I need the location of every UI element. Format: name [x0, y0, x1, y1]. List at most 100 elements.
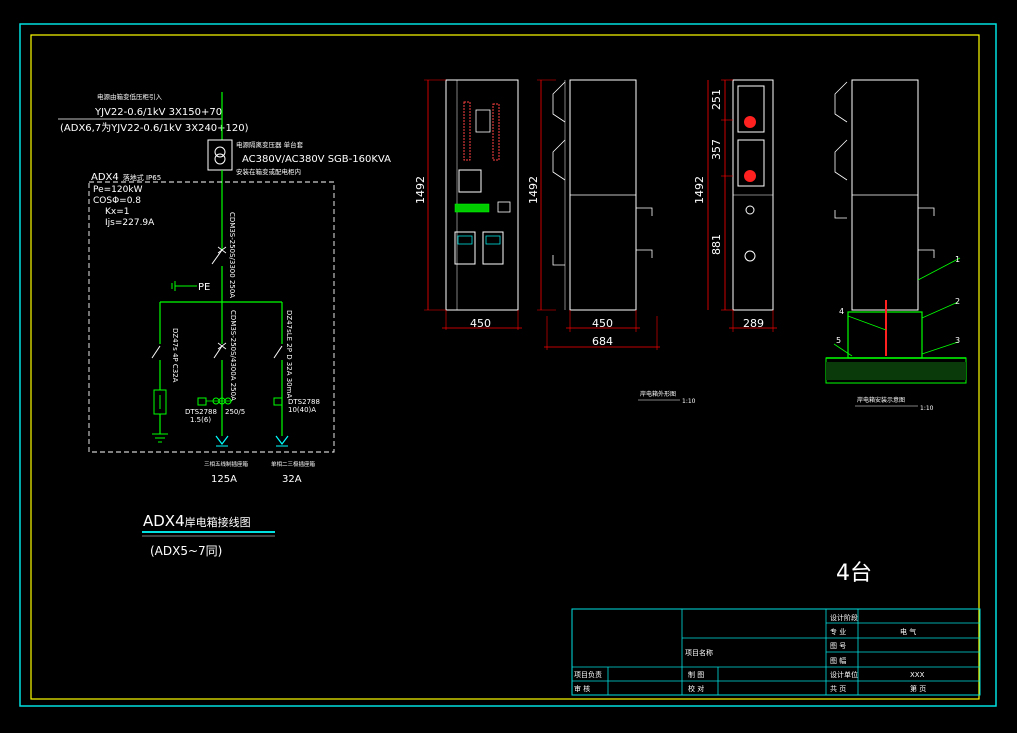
cable-spec-1: YJV22-0.6/1kV 3X150+70	[94, 107, 222, 118]
leader-2: 2	[955, 297, 960, 306]
front-terminal-strip-left	[463, 101, 471, 161]
diagram-title: ADX4岸电箱接线图	[143, 512, 251, 530]
left-breaker-label: DZ47s 4P C32A	[171, 328, 179, 383]
right-meter-rating: 10(40)A	[288, 406, 316, 414]
front-meter-left-display	[457, 235, 473, 245]
caption-outline: 岸电箱外形图	[640, 390, 676, 398]
inner-frame	[30, 34, 980, 700]
install-bracket-2	[918, 249, 935, 258]
door-height-dim: 1492	[693, 176, 706, 204]
front-meter-right	[482, 231, 504, 265]
leader-3: 3	[955, 336, 960, 345]
leader-3-line	[921, 341, 959, 355]
front-small-breaker	[497, 201, 511, 213]
caption-install-scale: 1:10	[920, 405, 934, 412]
leader-4: 4	[839, 307, 844, 316]
tb-design-unit-value: XXX	[910, 671, 925, 679]
transformer-coil-2	[214, 153, 226, 165]
param-pe: Pe=120kW	[93, 185, 143, 195]
unit-count-note: 4台	[836, 561, 872, 586]
side-height-dim: 1492	[527, 176, 540, 204]
install-bracket-3	[834, 210, 847, 219]
tb-total-pages: 共 页	[830, 684, 846, 693]
main-breaker-cross	[217, 246, 227, 254]
front-cabinet-outline	[445, 79, 519, 311]
cable-spec-2: (ADX6,7为YJV22-0.6/1kV 3X240+120)	[60, 122, 249, 134]
diagram-subtitle: (ADX5~7同)	[150, 544, 222, 558]
side-elevation: 1492 450 684	[527, 79, 660, 350]
tb-project-name: 项目名称	[685, 648, 713, 657]
door-socket-1	[737, 85, 765, 133]
tb-page-no: 第 页	[910, 684, 926, 693]
door-elevation: 251 357 881 1492 289	[693, 79, 777, 332]
front-breaker-main	[458, 169, 482, 193]
tb-discipline: 专 业	[830, 627, 846, 636]
install-hinge-top	[834, 81, 848, 123]
install-hinge-mid	[834, 139, 848, 181]
door-socket-2	[737, 139, 765, 187]
transformer-spec: AC380V/AC380V SGB-160KVA	[242, 154, 391, 165]
transformer-note-2: 安装在箱变或配电柜内	[236, 167, 301, 176]
front-component-1	[475, 109, 491, 133]
leader-1-line	[917, 257, 961, 281]
side-hinge-mid	[552, 139, 566, 181]
door-handle-icon	[744, 250, 756, 262]
side-hinge-bottom	[552, 255, 565, 266]
right-socket-symbol	[275, 435, 289, 445]
side-total-dim: 684	[592, 335, 613, 348]
mid-output-current: 125A	[211, 474, 237, 485]
side-hinge-top	[552, 81, 566, 123]
mid-socket-symbol	[215, 435, 229, 445]
caption-outline-scale: 1:10	[682, 398, 696, 405]
mid-meter-label: DTS2788	[185, 408, 217, 416]
left-breaker-blade	[151, 345, 161, 359]
pe-label: PE	[198, 282, 210, 293]
front-meter-left	[454, 231, 476, 265]
outer-frame	[19, 23, 997, 707]
front-green-breakers	[454, 203, 490, 213]
right-meter-label: DTS2788	[288, 398, 320, 406]
right-breaker-label: DZ47sLE 2P D 32A 30mA	[285, 310, 293, 398]
leader-5-line	[833, 343, 853, 357]
leader-4-line	[847, 315, 887, 331]
door-dim-top: 251	[710, 89, 723, 110]
side-width-dim: 450	[592, 317, 613, 330]
front-height-dim: 1492	[414, 176, 427, 204]
front-width-dim: 450	[470, 317, 491, 330]
tb-drawing-no: 图 号	[830, 642, 846, 650]
main-breaker-label: CDM3S-250S/3300 250A	[228, 212, 236, 298]
mid-meter-box	[197, 397, 207, 406]
installation-elevation: 1 2 3 4 5	[825, 79, 967, 384]
transformer-box	[207, 139, 233, 171]
side-bracket-2	[636, 249, 653, 258]
mid-breaker-cross	[217, 342, 227, 350]
door-dim-mid: 357	[710, 139, 723, 160]
install-bracket-1	[918, 207, 935, 216]
right-breaker-blade	[273, 345, 283, 359]
leader-2-line	[921, 301, 959, 319]
door-dim-bottom: 881	[710, 234, 723, 255]
door-lock-icon	[745, 205, 755, 215]
front-elevation: 1492 450	[414, 79, 522, 330]
cable-note: 电源由箱变低压柜引入	[97, 92, 163, 101]
mid-output-label: 三相五线制插座箱	[204, 460, 249, 468]
right-output-label: 单相二三极插座箱	[271, 460, 316, 468]
tb-sheet-size: 图 幅	[830, 656, 846, 665]
transformer-coil-1	[214, 146, 226, 158]
foundation-hatch	[826, 362, 966, 380]
enclosure-dashed-box	[88, 181, 335, 453]
param-ijs: Ijs=227.9A	[105, 218, 155, 228]
title-block: 设计阶段 专 业 电 气 图 号 图 幅 设计单位 XXX 共 页 第 页 项目…	[571, 608, 981, 696]
transformer-note: 电源隔离变压器 单台套	[236, 140, 304, 149]
param-cos: COSΦ=0.8	[93, 196, 141, 206]
tb-design-stage: 设计阶段	[830, 613, 858, 622]
tb-checked: 校 对	[688, 684, 704, 693]
right-output-current: 32A	[282, 474, 302, 485]
leader-5: 5	[836, 336, 841, 345]
tb-drawn: 制 图	[688, 670, 704, 679]
front-terminal-strip-right	[492, 103, 500, 161]
mid-breaker-blade	[213, 345, 223, 359]
tb-discipline-value: 电 气	[900, 627, 916, 636]
